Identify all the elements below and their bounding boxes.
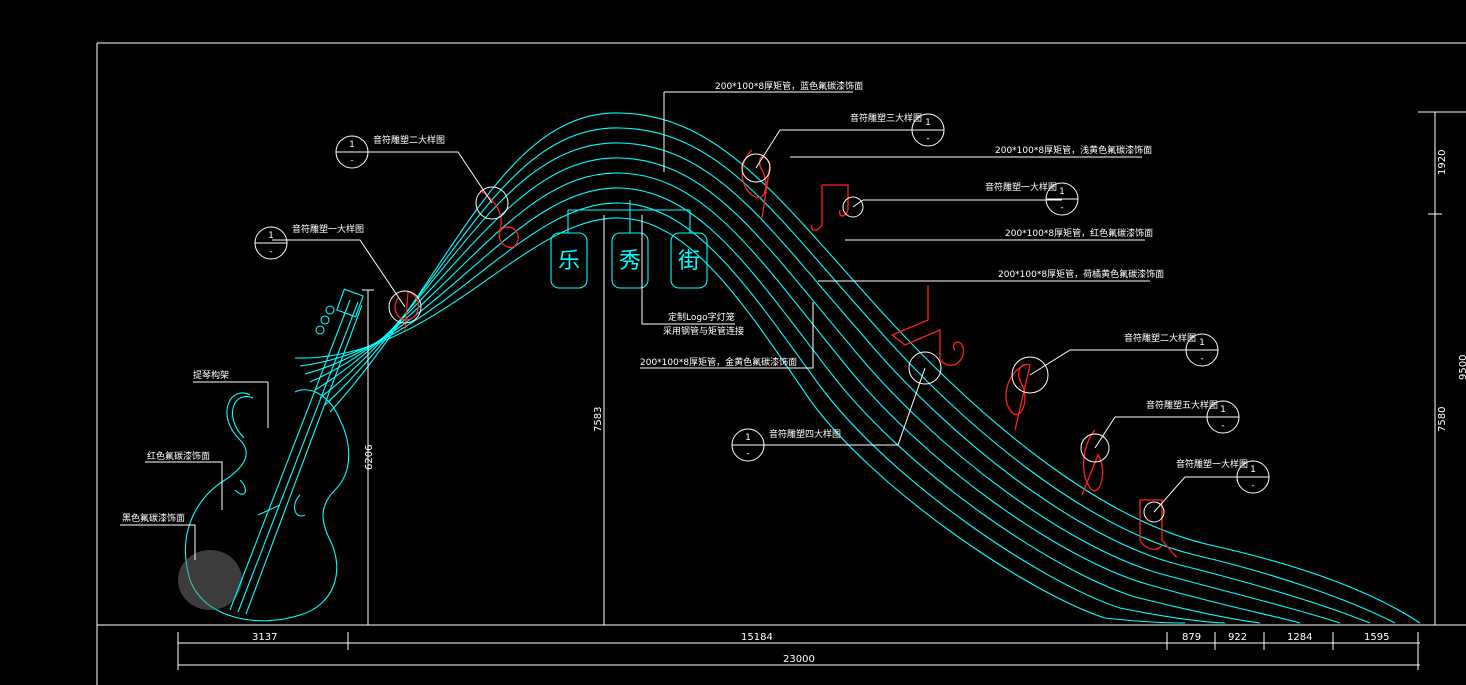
note-sculpture-2-right bbox=[1005, 363, 1031, 431]
detail-ref-2: 1 - 音符雕塑一大样图 bbox=[254, 223, 364, 260]
svg-text:7583: 7583 bbox=[593, 407, 604, 432]
svg-text:-: - bbox=[269, 247, 272, 257]
svg-text:1: 1 bbox=[1199, 338, 1205, 348]
note-sculpture-2-left bbox=[479, 189, 519, 249]
dim-bottom-chain: 3137 15184 879 922 1284 1595 23000 bbox=[177, 632, 1420, 670]
svg-text:15184: 15184 bbox=[741, 632, 773, 643]
detail-ref-7: 1 - 音符雕塑五大样图 bbox=[1146, 399, 1240, 434]
callout-lantern-1: 定制Logo字灯笼 bbox=[668, 311, 735, 323]
callout-tube-gold: 200*100*8厚矩管，金黄色氟碳漆饰面 bbox=[640, 356, 797, 368]
callout-tube-orange: 200*100*8厚矩管，荷橘黄色氟碳漆饰面 bbox=[998, 268, 1164, 280]
svg-text:1: 1 bbox=[925, 118, 931, 128]
svg-text:1: 1 bbox=[1220, 405, 1226, 415]
lantern-char-2: 秀 bbox=[619, 249, 641, 274]
svg-text:音符雕塑一大样图: 音符雕塑一大样图 bbox=[985, 181, 1057, 193]
svg-text:1: 1 bbox=[1059, 187, 1065, 197]
svg-text:-: - bbox=[926, 134, 929, 144]
svg-text:音符雕塑四大样图: 音符雕塑四大样图 bbox=[769, 428, 841, 440]
detail-ref-3: 1 - 音符雕塑三大样图 bbox=[850, 112, 945, 147]
note-sculpture-3 bbox=[741, 149, 771, 219]
lantern-1 bbox=[550, 232, 588, 289]
svg-text:-: - bbox=[1200, 354, 1203, 364]
leader-circles bbox=[388, 153, 1165, 523]
dim-total: 23000 bbox=[783, 654, 815, 665]
callout-violin-black: 黑色氟碳漆饰面 bbox=[122, 512, 185, 524]
violin-chinrest bbox=[178, 550, 242, 610]
svg-text:音符雕塑二大样图: 音符雕塑二大样图 bbox=[373, 134, 445, 146]
svg-text:1: 1 bbox=[745, 433, 751, 443]
detail-ref-5: 1 - 音符雕塑四大样图 bbox=[731, 428, 841, 462]
svg-text:6206: 6206 bbox=[364, 445, 375, 470]
lantern-char-3: 街 bbox=[678, 249, 700, 274]
svg-text:音符雕塑三大样图: 音符雕塑三大样图 bbox=[850, 112, 922, 124]
svg-text:922: 922 bbox=[1228, 632, 1247, 643]
dim-right: 1920 7580 9500 bbox=[1418, 111, 1466, 625]
svg-text:音符雕塑二大样图: 音符雕塑二大样图 bbox=[1124, 332, 1196, 344]
svg-text:879: 879 bbox=[1182, 632, 1201, 643]
svg-text:7580: 7580 bbox=[1437, 407, 1448, 432]
svg-text:音符雕塑五大样图: 音符雕塑五大样图 bbox=[1146, 399, 1218, 411]
svg-text:9500: 9500 bbox=[1458, 355, 1466, 380]
violin-sculpture bbox=[178, 288, 364, 622]
note-sculpture-4 bbox=[890, 285, 965, 367]
note-sculpture-1-center bbox=[811, 184, 849, 231]
svg-text:3137: 3137 bbox=[252, 632, 277, 643]
note-sculpture-1-left bbox=[394, 291, 419, 331]
svg-text:1: 1 bbox=[1250, 465, 1256, 475]
detail-ref-6: 1 - 音符雕塑二大样图 bbox=[1124, 332, 1219, 367]
lantern-char-1: 乐 bbox=[558, 249, 580, 274]
svg-text:1: 1 bbox=[349, 140, 355, 150]
note-sculpture-5 bbox=[1081, 429, 1104, 496]
svg-text:-: - bbox=[350, 156, 353, 166]
svg-text:1284: 1284 bbox=[1287, 632, 1312, 643]
callout-tube-lightyellow: 200*100*8厚矩管，浅黄色氟碳漆饰面 bbox=[995, 144, 1152, 156]
svg-text:音符雕塑一大样图: 音符雕塑一大样图 bbox=[292, 223, 364, 235]
callout-violin-frame: 提琴构架 bbox=[193, 369, 229, 381]
svg-text:1920: 1920 bbox=[1437, 150, 1448, 175]
lantern-2 bbox=[611, 232, 649, 289]
lantern-3 bbox=[670, 232, 708, 289]
detail-ref-1: 1 - 音符雕塑二大样图 bbox=[335, 134, 445, 169]
callout-lantern-2: 采用钢管与矩管连接 bbox=[663, 325, 744, 337]
dim-violin-height: 6206 bbox=[362, 289, 375, 625]
svg-text:-: - bbox=[746, 449, 749, 459]
lantern-group: 乐 秀 街 bbox=[550, 200, 708, 289]
callout-tube-red: 200*100*8厚矩管，红色氟碳漆饰面 bbox=[1005, 227, 1153, 239]
dim-center-height: 7583 bbox=[593, 215, 605, 625]
svg-text:1595: 1595 bbox=[1364, 632, 1389, 643]
music-notes bbox=[394, 149, 1177, 558]
detail-ref-8: 1 - 音符雕塑一大样图 bbox=[1176, 458, 1270, 494]
svg-text:-: - bbox=[1060, 203, 1063, 213]
music-staff-arch bbox=[294, 112, 1421, 624]
note-sculpture-1-right bbox=[1139, 499, 1177, 558]
svg-text:音符雕塑一大样图: 音符雕塑一大样图 bbox=[1176, 458, 1248, 470]
callout-violin-red: 红色氟碳漆饰面 bbox=[147, 450, 210, 462]
svg-text:1: 1 bbox=[268, 231, 274, 241]
leader-lines bbox=[120, 91, 1253, 560]
callout-tube-blue: 200*100*8厚矩管，蓝色氟碳漆饰面 bbox=[715, 80, 863, 92]
svg-text:-: - bbox=[1251, 481, 1254, 491]
detail-ref-4: 1 - 音符雕塑一大样图 bbox=[985, 181, 1079, 216]
svg-text:-: - bbox=[1221, 421, 1224, 431]
